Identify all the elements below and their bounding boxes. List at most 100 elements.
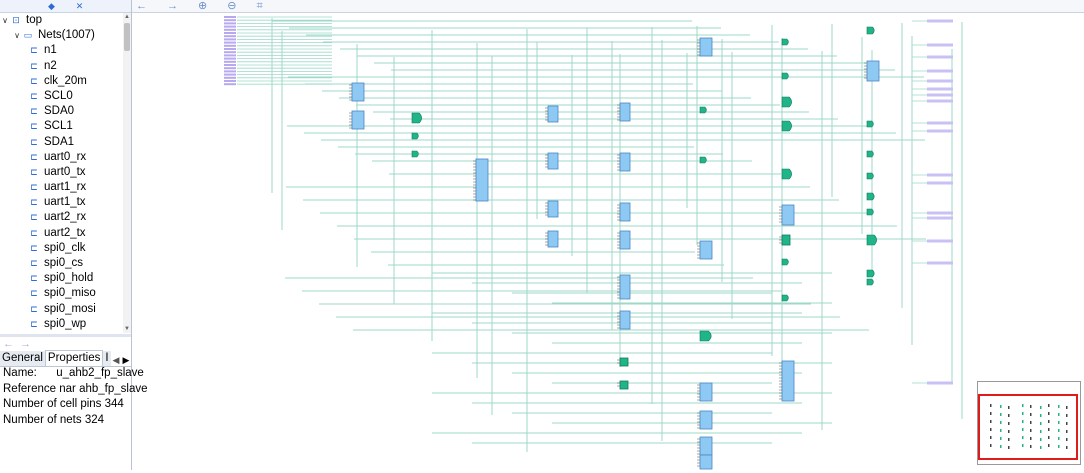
tree-item-nets[interactable]: ∨ ▭ Nets(1007)	[0, 28, 123, 43]
minimap-mark	[1008, 406, 1010, 409]
tab-more[interactable]: I	[103, 351, 111, 366]
tab-scroll-right-icon[interactable]: ▶	[122, 355, 130, 365]
output-port	[927, 181, 953, 185]
input-port	[224, 54, 236, 57]
output-port	[927, 19, 953, 23]
net-icon: ⊏	[30, 45, 38, 56]
input-port	[224, 41, 236, 44]
tree-scrollbar[interactable]: ▲ ▼	[123, 13, 131, 333]
output-port	[927, 261, 953, 265]
schematic-gate	[866, 26, 875, 35]
schematic-cell	[547, 200, 559, 218]
expand-all-icon[interactable]: ✕	[75, 1, 84, 11]
tab-properties[interactable]: Properties	[44, 350, 104, 366]
tree-item-net[interactable]: ⊏n1	[0, 43, 123, 58]
chevron-down-icon[interactable]: ∨	[2, 16, 8, 25]
tree-item-net[interactable]: ⊏spi0_mosi	[0, 302, 123, 317]
minimap-mark	[1030, 429, 1032, 432]
collapse-all-icon[interactable]: ◆	[48, 1, 55, 11]
fit-view-icon[interactable]: ⌗	[256, 0, 263, 12]
property-key: Number of nets	[3, 413, 82, 426]
output-port	[927, 216, 953, 220]
minimap-mark	[1022, 412, 1024, 415]
tree-item-net[interactable]: ⊏spi0_cs	[0, 256, 123, 271]
net-icon: ⊏	[30, 197, 38, 208]
net-icon: ⊏	[30, 288, 38, 299]
tree-item-net[interactable]: ⊏ SCL0	[0, 89, 123, 104]
minimap-mark	[990, 412, 992, 415]
tree-item-net[interactable]: ⊏SCL1	[0, 119, 123, 134]
minimap-mark	[1008, 430, 1010, 433]
minimap-mark	[1008, 414, 1010, 417]
tree-item-net[interactable]: ⊏uart2_tx	[0, 226, 123, 241]
tree-item-net[interactable]: ⊏ spi0_clk	[0, 241, 123, 256]
tab-scroll-left-icon[interactable]: ◀	[112, 355, 120, 365]
schematic-gate	[411, 150, 419, 158]
property-row-name: Name: u_ahb2_fp_slave	[0, 366, 144, 382]
net-icon: ⊏	[30, 227, 38, 238]
tree-item-net[interactable]: ⊏uart1_rx	[0, 180, 123, 195]
tree-item-label: uart1_tx	[44, 196, 86, 209]
schematic-cell	[619, 310, 631, 330]
minimap-mark	[990, 444, 992, 447]
net-icon: ⊏	[30, 90, 38, 101]
net-icon: ⊏	[30, 151, 38, 162]
tree-item-net[interactable]: ⊏uart2_rx	[0, 210, 123, 225]
minimap-mark	[1040, 430, 1042, 433]
tree-item-net[interactable]: ⊏uart0_tx	[0, 165, 123, 180]
net-icon: ⊏	[30, 242, 38, 253]
schematic-minimap[interactable]	[977, 381, 1081, 465]
back-icon[interactable]: ←	[136, 0, 147, 12]
tree-item-net[interactable]: ⊏SDA1	[0, 135, 123, 150]
tree-item-net[interactable]: ⊏spi0_hold	[0, 271, 123, 286]
net-icon: ⊏	[30, 182, 38, 193]
tree-item-net[interactable]: ⊏clk_20m	[0, 74, 123, 89]
net-icon: ⊏	[30, 318, 38, 329]
tree-item-net[interactable]: ⊏SDA0	[0, 104, 123, 119]
input-port	[224, 64, 236, 66]
property-value: 324	[84, 413, 105, 426]
panel-splitter[interactable]	[0, 334, 131, 337]
schematic-canvas[interactable]	[132, 13, 1080, 470]
tree-item-net[interactable]: ⊏n2	[0, 59, 123, 74]
minimap-mark	[1048, 436, 1050, 439]
tab-general[interactable]: General	[0, 351, 45, 366]
minimap-mark	[1000, 429, 1002, 432]
schematic-cell	[699, 240, 713, 260]
input-port	[224, 70, 236, 73]
output-port	[927, 87, 953, 91]
tree-item-net[interactable]: ⊏uart0_rx	[0, 150, 123, 165]
minimap-viewport[interactable]	[978, 394, 1078, 460]
input-port	[224, 44, 236, 47]
tree-item-label: SCL0	[44, 89, 73, 102]
forward-icon[interactable]: →	[167, 0, 178, 12]
schematic-gate	[699, 330, 712, 342]
output-port	[927, 93, 953, 97]
schematic-gate	[781, 96, 792, 108]
net-icon: ⊏	[30, 258, 38, 268]
tree-item-label: spi0_clk	[44, 241, 86, 254]
tree-item-net[interactable]: ⊏spi0_miso	[0, 286, 123, 301]
minimap-mark	[1022, 428, 1024, 431]
tree-item-net[interactable]: ⊏spi0_wp	[0, 317, 123, 332]
property-row-nets: Number of nets 324	[0, 413, 131, 429]
tree-item-net[interactable]: ⊏ uart1_tx	[0, 195, 123, 210]
scroll-down-icon[interactable]: ▼	[124, 326, 130, 332]
forward-icon[interactable]: →	[20, 337, 31, 350]
schematic-gate	[699, 156, 707, 164]
net-icon: ⊏	[30, 106, 38, 117]
minimap-mark	[1022, 444, 1024, 447]
scroll-thumb[interactable]	[124, 23, 130, 51]
chevron-down-icon[interactable]: ∨	[14, 31, 20, 41]
zoom-out-icon[interactable]: ⊖	[227, 0, 237, 12]
input-port	[224, 25, 236, 28]
input-port	[224, 67, 236, 70]
tree-item-top[interactable]: ∨ ⊡ top	[0, 13, 123, 28]
schematic-cell	[619, 152, 631, 172]
scroll-up-icon[interactable]: ▲	[124, 14, 130, 20]
output-port	[927, 69, 953, 73]
tree-item-label: spi0_mosi	[44, 302, 96, 315]
zoom-in-icon[interactable]: ⊕	[198, 0, 208, 12]
back-icon[interactable]: ←	[3, 337, 14, 350]
input-port	[224, 73, 236, 76]
